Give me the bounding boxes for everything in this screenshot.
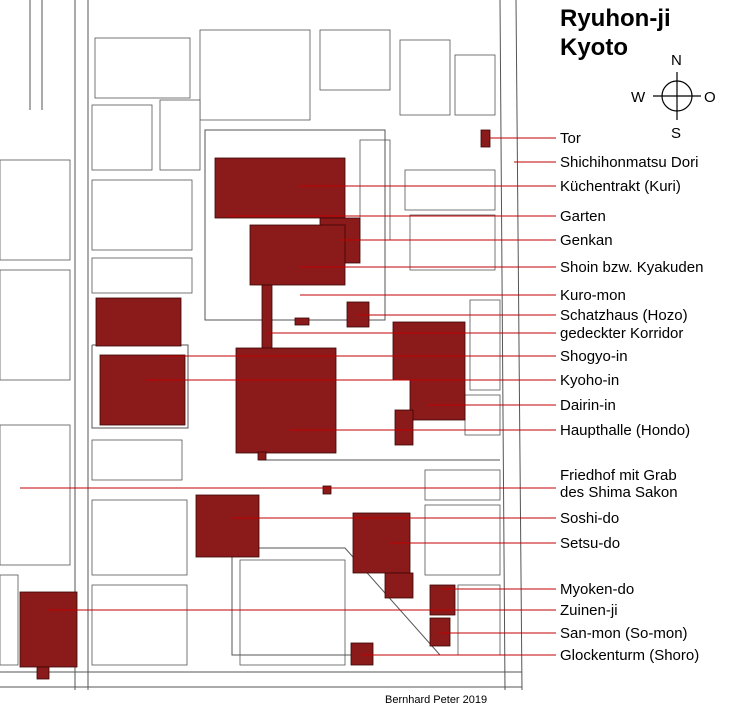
shoin-building xyxy=(249,224,346,286)
street-network xyxy=(0,0,523,691)
map-title: Ryuhon-ji xyxy=(560,5,671,32)
shogyo-in-building xyxy=(95,297,182,347)
label-myokendo: Myoken-do xyxy=(560,581,634,598)
corridor-connector xyxy=(261,284,273,351)
label-hozo: Schatzhaus (Hozo) xyxy=(560,307,688,324)
map-credit: Bernhard Peter 2019 xyxy=(385,694,487,706)
label-friedhof-2: des Shima Sakon xyxy=(560,484,678,501)
label-shoin: Shoin bzw. Kyakuden xyxy=(560,259,703,276)
label-sanmon: San-mon (So-mon) xyxy=(560,625,688,642)
temple-gate xyxy=(480,129,491,148)
compass-north: N xyxy=(671,52,682,69)
label-dairin: Dairin-in xyxy=(560,397,616,414)
label-shichihonmatsu: Shichihonmatsu Dori xyxy=(560,154,698,171)
legend: Tor Shichihonmatsu Dori Küchentrakt (Kur… xyxy=(560,130,703,664)
zuinen-ji-small xyxy=(36,666,50,680)
label-hondo: Haupthalle (Hondo) xyxy=(560,422,690,439)
temple-buildings xyxy=(19,129,491,680)
kyoho-in-building xyxy=(99,354,186,426)
label-soshido: Soshi-do xyxy=(560,510,619,527)
label-tor: Tor xyxy=(560,130,581,147)
compass-east: O xyxy=(704,89,716,106)
label-korridor: gedeckter Korridor xyxy=(560,325,683,342)
setsu-do-annex xyxy=(384,572,414,599)
label-shoro: Glockenturm (Shoro) xyxy=(560,647,699,664)
compass-west: W xyxy=(631,89,646,106)
leader-lines xyxy=(20,137,556,656)
kitchen-building xyxy=(214,157,346,219)
soshi-do-building xyxy=(195,494,260,558)
map-subtitle: Kyoto xyxy=(560,34,628,61)
label-garten: Garten xyxy=(560,208,606,225)
label-kuri: Küchentrakt (Kuri) xyxy=(560,178,681,195)
bell-tower xyxy=(350,642,374,666)
label-setsudo: Setsu-do xyxy=(560,535,620,552)
dairin-in-small xyxy=(394,409,414,446)
label-kuromon: Kuro-mon xyxy=(560,287,626,304)
main-hall xyxy=(235,347,337,454)
compass-rose-icon xyxy=(653,72,701,120)
small-shrine xyxy=(257,451,267,461)
compass-south: S xyxy=(671,125,681,142)
cemetery-marker xyxy=(322,485,332,495)
label-kyoho: Kyoho-in xyxy=(560,372,619,389)
dairin-in-building xyxy=(409,379,466,421)
shiroshoin-east xyxy=(392,321,466,381)
san-mon-gate xyxy=(429,617,451,647)
zuinen-ji-building xyxy=(19,591,78,668)
label-shogyo: Shogyo-in xyxy=(560,348,628,365)
surrounding-buildings xyxy=(0,29,501,666)
kuro-mon-gate xyxy=(294,317,310,326)
label-zuinenji: Zuinen-ji xyxy=(560,602,618,619)
label-friedhof-1: Friedhof mit Grab xyxy=(560,467,677,484)
label-genkan: Genkan xyxy=(560,232,613,249)
